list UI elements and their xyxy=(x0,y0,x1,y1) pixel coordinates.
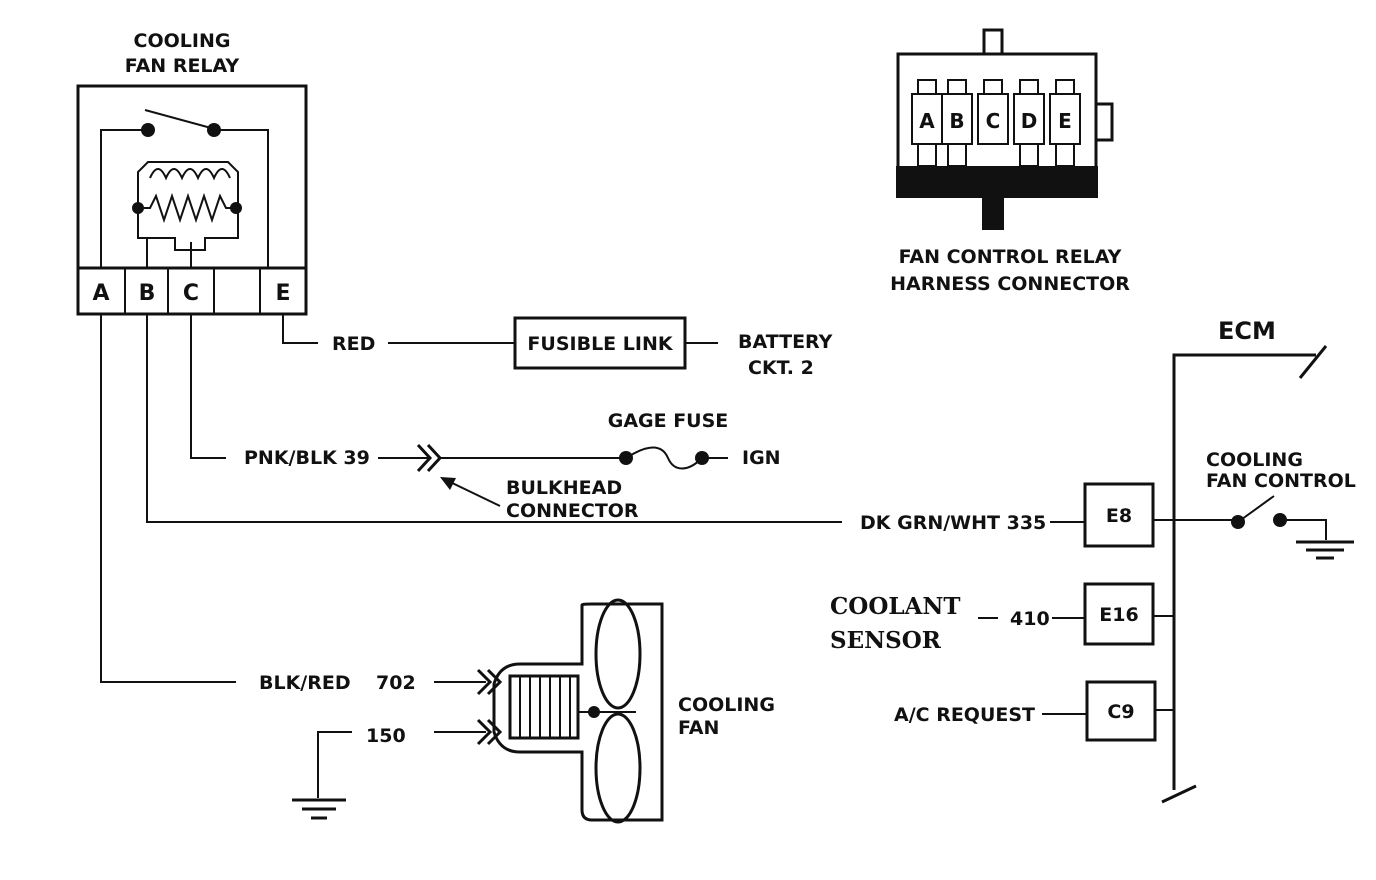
relay-pin-c: C xyxy=(183,281,199,306)
fan-blade-bottom xyxy=(594,712,642,824)
cooling-fan-relay: COOLING FAN RELAY A B C E xyxy=(76,30,308,316)
ecm-pin-e16: E16 xyxy=(1099,604,1138,626)
ac-request-label: A/C REQUEST xyxy=(894,704,1035,726)
gage-fuse-label: GAGE FUSE xyxy=(608,410,729,432)
relay-title-line2: FAN RELAY xyxy=(125,55,240,77)
coolant-sensor-label-line2: SENSOR xyxy=(830,627,942,654)
bulkhead-connector-symbol xyxy=(416,443,433,473)
ecm-pin-e8: E8 xyxy=(1106,505,1132,527)
coolant-wire-number: 410 xyxy=(1010,608,1050,630)
bulkhead-label-line2: CONNECTOR xyxy=(506,500,639,522)
blk-red-number: 702 xyxy=(376,672,416,694)
relay-pin-a: A xyxy=(92,281,109,306)
cooling-fan-label-line2: FAN xyxy=(678,717,719,739)
fan-control-label-line1: COOLING xyxy=(1206,449,1303,471)
bulkhead-pointer-arrow xyxy=(445,479,501,507)
ecm-module: ECM E8 COOLING FAN CONTROL E16 COOLANT S… xyxy=(830,317,1356,804)
ecm-title: ECM xyxy=(1218,317,1276,345)
ground-circuit: 150 xyxy=(292,718,503,820)
harness-title-line2: HARNESS CONNECTOR xyxy=(890,273,1130,295)
battery-label-line1: BATTERY xyxy=(738,331,833,353)
ground-symbol xyxy=(292,798,346,820)
cooling-fan: COOLING FAN xyxy=(492,598,775,824)
dk-grn-wht-circuit: DK GRN/WHT 335 xyxy=(146,314,1085,534)
fan-blade-top xyxy=(594,598,642,710)
relay-switch-contacts xyxy=(100,109,269,268)
harness-pin-b: B xyxy=(949,109,964,133)
blk-red-circuit: BLK/RED 702 xyxy=(100,314,503,696)
dk-grn-wht-label: DK GRN/WHT 335 xyxy=(860,512,1046,534)
ign-label: IGN xyxy=(742,447,781,469)
harness-base xyxy=(896,166,1098,198)
harness-title-line1: FAN CONTROL RELAY xyxy=(899,246,1122,268)
bulkhead-label-line1: BULKHEAD xyxy=(506,477,622,499)
ground-number: 150 xyxy=(366,725,406,747)
relay-pin-b: B xyxy=(139,281,156,306)
fusible-link-label: FUSIBLE LINK xyxy=(527,333,673,355)
relay-title-line1: COOLING xyxy=(134,30,231,52)
pnk-blk-circuit: PNK/BLK 39 GAGE FUSE IGN BULKHEAD CONNEC… xyxy=(190,314,781,522)
fan-motor xyxy=(508,674,636,740)
harness-pin-d: D xyxy=(1021,109,1038,133)
ecm-boundary xyxy=(1172,353,1316,790)
cooling-fan-label-line1: COOLING xyxy=(678,694,775,716)
harness-connector: A B C D E FAN CONTROL RELAY HARNESS CONN… xyxy=(890,28,1130,295)
ecm-pin-e8-box xyxy=(1083,482,1155,548)
ecm-pin-e16-box xyxy=(1083,582,1155,646)
harness-pin-cells xyxy=(911,79,1081,167)
battery-label-line2: CKT. 2 xyxy=(748,357,814,379)
coolant-sensor-label-line1: COOLANT xyxy=(830,593,961,620)
relay-housing xyxy=(76,84,308,316)
relay-pin-e: E xyxy=(275,281,290,306)
cooling-fan-control-switch xyxy=(1231,495,1354,560)
blk-red-label: BLK/RED xyxy=(259,672,351,694)
relay-coil xyxy=(132,161,242,268)
harness-pin-c: C xyxy=(986,109,1001,133)
harness-pin-e: E xyxy=(1058,109,1072,133)
red-wire-circuit: RED FUSIBLE LINK BATTERY CKT. 2 xyxy=(282,314,833,379)
red-wire-label: RED xyxy=(332,333,375,355)
gage-fuse xyxy=(625,446,703,470)
ecm-pin-c9: C9 xyxy=(1107,701,1134,723)
fan-control-label-line2: FAN CONTROL xyxy=(1206,470,1356,492)
fan-housing xyxy=(492,602,664,822)
harness-pin-a: A xyxy=(919,109,935,133)
pnk-blk-label: PNK/BLK 39 xyxy=(244,447,370,469)
